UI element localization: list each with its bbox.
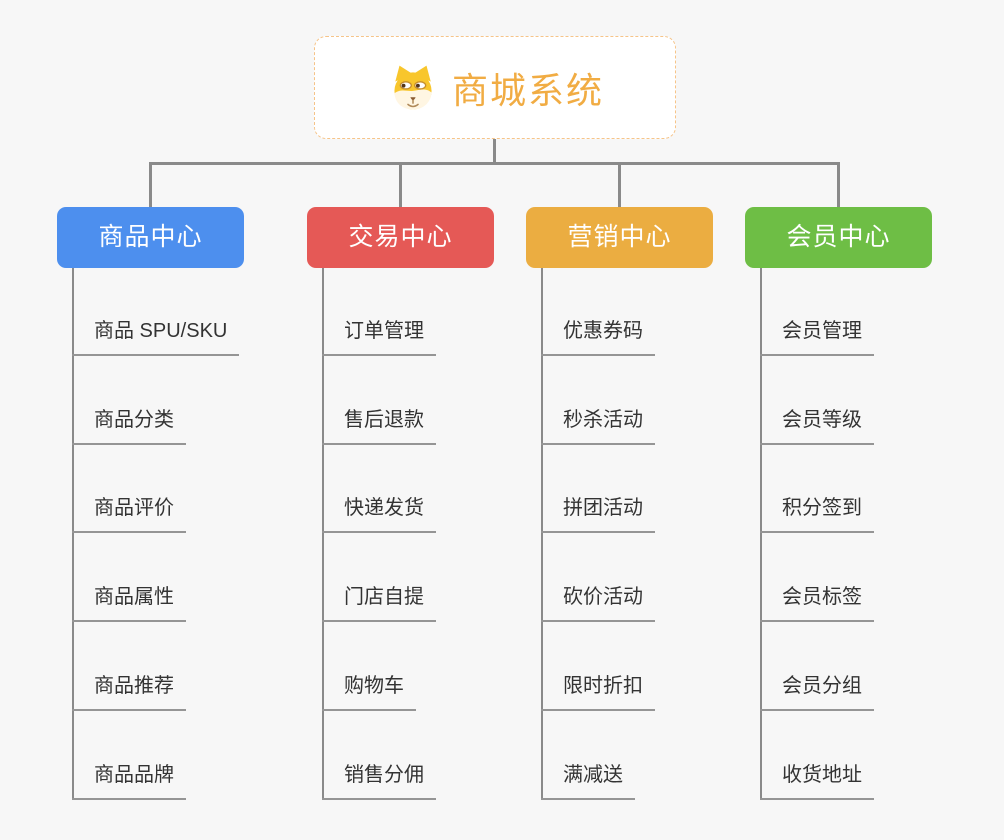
- connector-trunk-marketing: [541, 268, 543, 799]
- leaf-limited-discount[interactable]: 限时折扣: [541, 671, 655, 711]
- leaf-member-group[interactable]: 会员分组: [760, 671, 874, 711]
- branch-header-member[interactable]: 会员中心: [745, 207, 932, 268]
- branch-column-member: 会员中心 会员管理 会员等级 积分签到 会员标签 会员分组 收货地址: [745, 0, 1000, 840]
- leaf-after-sale-refund[interactable]: 售后退款: [322, 405, 436, 445]
- connector-trunk-trade: [322, 268, 324, 799]
- leaf-store-pickup[interactable]: 门店自提: [322, 582, 436, 622]
- dog-icon: [386, 63, 440, 112]
- connector-drop-member: [837, 162, 840, 208]
- leaf-product-review[interactable]: 商品评价: [72, 493, 186, 533]
- leaf-group-buy[interactable]: 拼团活动: [541, 493, 655, 533]
- leaf-product-attribute[interactable]: 商品属性: [72, 582, 186, 622]
- branch-header-trade[interactable]: 交易中心: [307, 207, 494, 268]
- root-title: 商城系统: [451, 69, 604, 111]
- connector-trunk-product: [72, 268, 74, 799]
- leaf-product-recommend[interactable]: 商品推荐: [72, 671, 186, 711]
- leaf-flash-sale[interactable]: 秒杀活动: [541, 405, 655, 445]
- connector-drop-marketing: [618, 162, 621, 208]
- leaf-member-tag[interactable]: 会员标签: [760, 582, 874, 622]
- leaf-shopping-cart[interactable]: 购物车: [322, 671, 416, 711]
- leaf-product-spu-sku[interactable]: 商品 SPU/SKU: [72, 316, 240, 356]
- leaf-product-category[interactable]: 商品分类: [72, 405, 186, 445]
- root-node[interactable]: 商城系统: [314, 36, 676, 139]
- branch-column-product: 商品中心 商品 SPU/SKU 商品分类 商品评价 商品属性 商品推荐 商品品牌: [57, 0, 312, 840]
- leaf-coupon-code[interactable]: 优惠券码: [541, 316, 655, 356]
- branch-header-product[interactable]: 商品中心: [57, 207, 244, 268]
- connector-root-drop: [493, 139, 496, 163]
- connector-drop-trade: [399, 162, 402, 208]
- leaf-member-level[interactable]: 会员等级: [760, 405, 874, 445]
- branch-column-trade: 交易中心 订单管理 售后退款 快递发货 门店自提 购物车 销售分佣: [307, 0, 562, 840]
- leaf-points-checkin[interactable]: 积分签到: [760, 493, 874, 533]
- leaf-shipping-address[interactable]: 收货地址: [760, 760, 874, 800]
- leaf-member-management[interactable]: 会员管理: [760, 316, 874, 356]
- leaf-full-reduction[interactable]: 满减送: [541, 760, 635, 800]
- connector-horizontal-bar: [149, 162, 840, 165]
- branch-header-marketing[interactable]: 营销中心: [526, 207, 713, 268]
- leaf-express-delivery[interactable]: 快递发货: [322, 493, 436, 533]
- leaf-bargain-activity[interactable]: 砍价活动: [541, 582, 655, 622]
- leaf-product-brand[interactable]: 商品品牌: [72, 760, 186, 800]
- branch-column-marketing: 营销中心 优惠券码 秒杀活动 拼团活动 砍价活动 限时折扣 满减送: [526, 0, 781, 840]
- leaf-sales-commission[interactable]: 销售分佣: [322, 760, 436, 800]
- connector-drop-product: [149, 162, 152, 208]
- connector-trunk-member: [760, 268, 762, 799]
- leaf-order-management[interactable]: 订单管理: [322, 316, 436, 356]
